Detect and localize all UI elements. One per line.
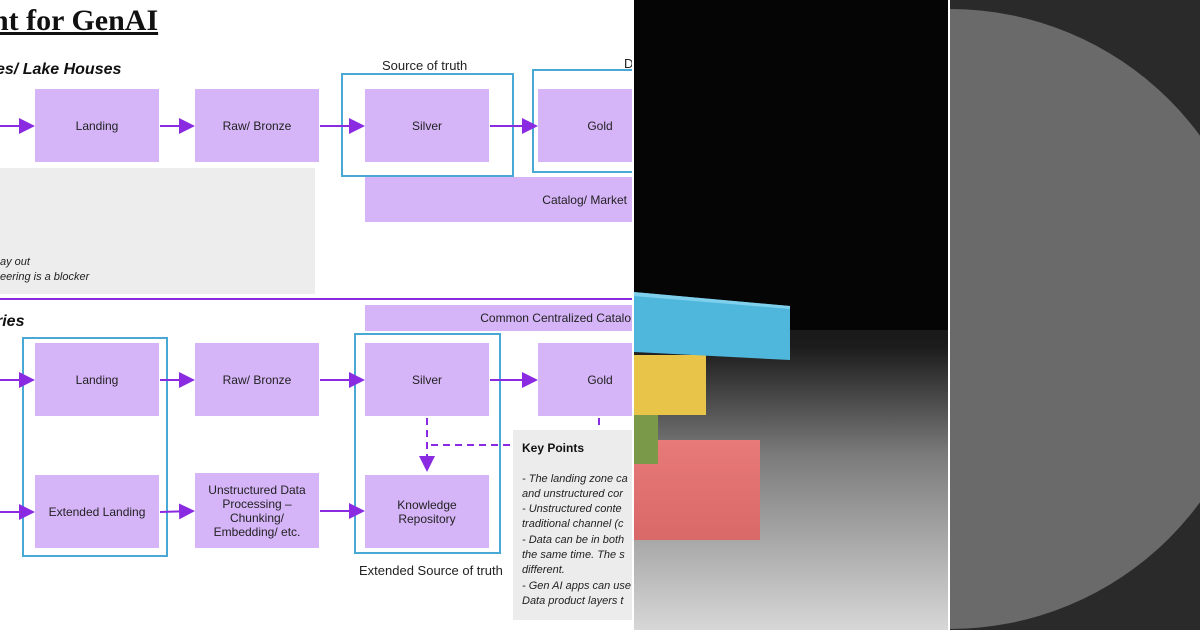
yellow-note — [634, 355, 706, 415]
source-frame — [354, 333, 501, 554]
knowledge-line-2: Repository — [398, 511, 456, 526]
diagram-title: nt for GenAI — [0, 4, 159, 37]
s2-gold-box: Gold — [538, 343, 632, 416]
key-point-line-1: - The landing zone ca — [522, 473, 628, 485]
green-note — [634, 412, 658, 464]
common-catalog-box: Common Centralized Catalo — [365, 305, 632, 331]
key-point-line-7: different. — [522, 564, 565, 576]
note-line-1: ay out — [0, 256, 30, 268]
arrow-extended-unstructured — [159, 503, 195, 520]
knowledge-repository-box: Knowledge Repository — [365, 475, 489, 548]
photo-dark-top — [634, 0, 948, 330]
unstructured-line-1: Unstructured Data — [208, 482, 306, 497]
key-point-line-5: - Data can be in both — [522, 534, 625, 546]
sticky-notes-photo — [634, 0, 948, 630]
note-line-2: eering is a blocker — [0, 271, 90, 283]
s2-silver-box: Silver — [365, 343, 489, 416]
blue-note-edge — [634, 292, 790, 309]
grey-circle — [950, 9, 1200, 629]
s2-landing-box: Landing — [35, 343, 159, 416]
unstructured-processing-box: Unstructured Data Processing – Chunking/… — [195, 473, 319, 548]
sticky-notes-image — [634, 0, 948, 630]
extended-landing-box: Extended Landing — [35, 475, 159, 548]
key-point-line-4: traditional channel (c — [522, 518, 624, 530]
unstructured-line-3: Chunking/ — [229, 510, 285, 525]
diagram-connectors — [0, 118, 632, 520]
circle-graphic — [950, 0, 1200, 630]
s1-landing-box: Landing — [35, 89, 159, 162]
landing-frame — [22, 337, 168, 557]
extended-source-label: Extended Source of truth — [359, 563, 503, 578]
key-point-line-3: - Unstructured conte — [522, 503, 622, 515]
key-points-box: Key Points - The landing zone ca and uns… — [513, 430, 632, 620]
knowledge-line-1: Knowledge — [397, 497, 457, 512]
key-point-line-9: Data product layers t — [522, 595, 624, 607]
s1-silver-box: Silver — [365, 89, 489, 162]
unstructured-line-2: Processing – — [222, 496, 292, 511]
s2-raw-bronze-box: Raw/ Bronze — [195, 343, 319, 416]
circle-graphic-panel — [950, 0, 1200, 630]
key-point-line-6: the same time. The s — [522, 549, 625, 561]
s1-raw-bronze-box: Raw/ Bronze — [195, 89, 319, 162]
catalog-marketplace-box: Catalog/ Market — [365, 177, 632, 222]
genai-architecture-diagram: nt for GenAI es/ Lake Houses Source of t… — [0, 4, 632, 620]
s1-gold-box: Gold — [538, 89, 632, 162]
key-points-title: Key Points — [522, 441, 585, 455]
key-point-line-8: - Gen AI apps can use — [522, 580, 632, 592]
key-point-line-2: and unstructured cor — [522, 488, 623, 500]
blue-note — [634, 292, 790, 360]
section1-title: es/ Lake Houses — [0, 61, 122, 78]
unstructured-line-4: Embedding/ etc. — [213, 524, 301, 539]
section1-notes-box — [0, 168, 315, 294]
source-of-truth-label: Source of truth — [382, 58, 468, 73]
clipped-label: D — [624, 56, 632, 71]
